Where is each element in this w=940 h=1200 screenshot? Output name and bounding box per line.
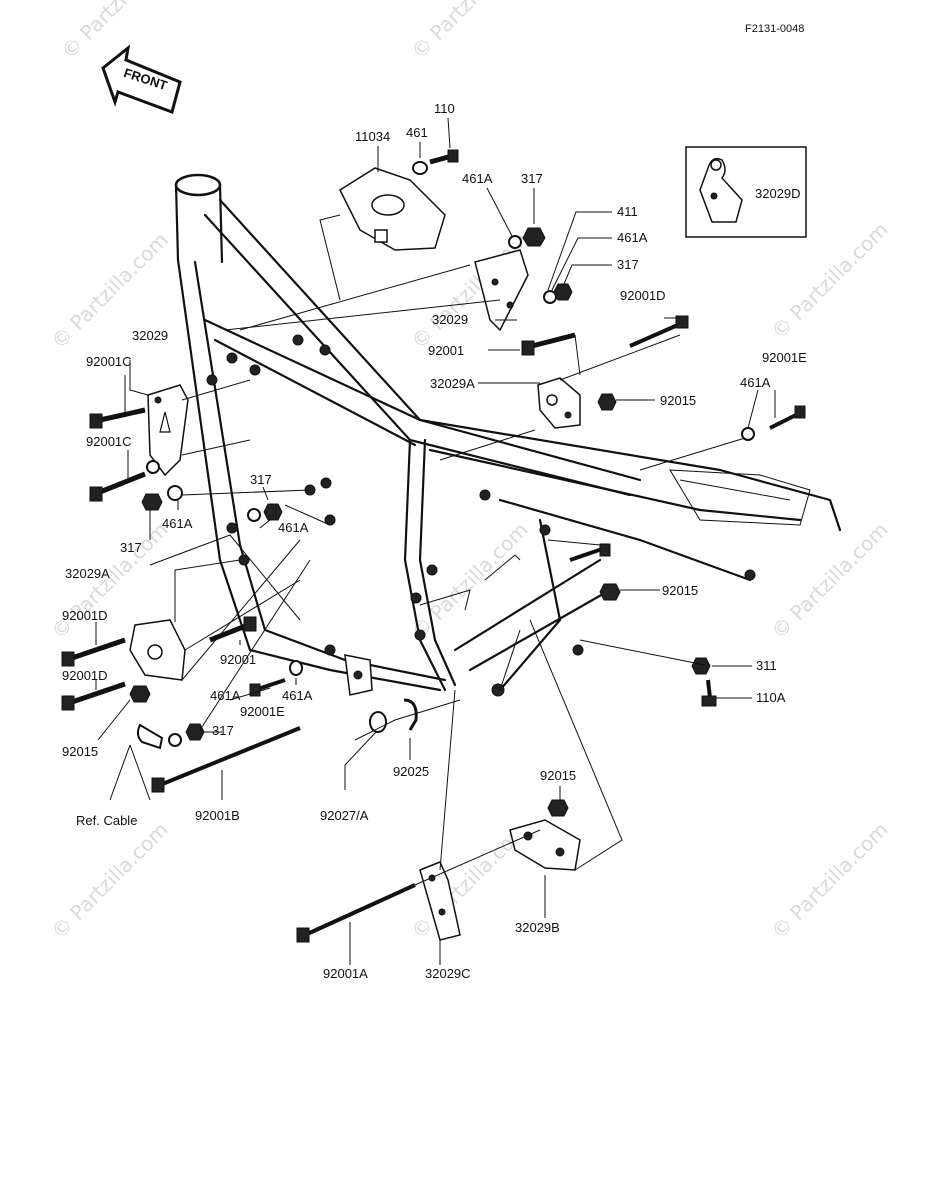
part-label: 32029A — [430, 376, 475, 391]
part-label: 92001 — [220, 652, 256, 667]
part-label: 461A — [462, 171, 493, 186]
nuts-washers — [129, 161, 755, 817]
part-label: 411 — [617, 204, 638, 219]
watermarks: © Partzilla.com © Partzilla.com © Partzi… — [47, 0, 893, 944]
part-label: 110 — [434, 101, 455, 116]
part-label: 32029B — [515, 920, 560, 935]
leader-lines — [95, 117, 776, 965]
part-label: 461A — [278, 520, 309, 535]
part-label: 32029D — [755, 186, 801, 201]
bracket-32029d-icon — [699, 157, 743, 223]
watermark: © Partzilla.com — [47, 817, 173, 943]
part-label: 92001E — [240, 704, 285, 719]
part-label: 461A — [162, 516, 193, 531]
bracket-32029a-lower-icon — [129, 619, 186, 681]
part-label: 92001C — [86, 434, 132, 449]
part-label: 32029 — [432, 312, 468, 327]
part-label: 92001D — [620, 288, 666, 303]
part-label: 92015 — [662, 583, 698, 598]
bracket-32029a-upper-icon — [537, 377, 581, 429]
watermark: © Partzilla.com — [407, 517, 533, 643]
part-label: 461A — [210, 688, 241, 703]
part-label: 317 — [212, 723, 234, 738]
watermark: © Partzilla.com — [407, 0, 533, 64]
part-label: 92001C — [86, 354, 132, 369]
watermark: © Partzilla.com — [767, 817, 893, 943]
part-label: 92001E — [762, 350, 807, 365]
part-label: 110A — [756, 690, 786, 705]
bolts — [61, 149, 806, 943]
motorcycle-frame — [174, 173, 842, 697]
bracket-32029-left-icon — [147, 384, 189, 477]
part-label: 92027/A — [320, 808, 369, 823]
part-label: 317 — [521, 171, 543, 186]
part-label: 92015 — [540, 768, 576, 783]
part-label: 11034 — [355, 129, 390, 144]
part-label: 92001B — [195, 808, 240, 823]
front-arrow-icon: FRONT — [101, 44, 182, 114]
part-label: 92015 — [660, 393, 696, 408]
bracket-32029-upper-icon — [474, 249, 529, 332]
bracket-11034-icon — [339, 167, 446, 251]
part-labels: 11034 110 461 461A 317 411 461A 317 3202… — [62, 101, 807, 981]
part-label: 461 — [406, 125, 428, 140]
part-label: 92001 — [428, 343, 464, 358]
part-label: 92001D — [62, 608, 108, 623]
part-label: 92025 — [393, 764, 429, 779]
part-label: 461A — [740, 375, 771, 390]
inset-box — [685, 146, 807, 238]
watermark: © Partzilla.com — [767, 517, 893, 643]
part-label: 32029C — [425, 966, 471, 981]
part-label: 92001D — [62, 668, 108, 683]
part-label: 92001A — [323, 966, 368, 981]
part-label: 32029 — [132, 328, 168, 343]
ref-note: Ref. Cable — [76, 813, 137, 828]
bracket-32029b-icon — [509, 819, 581, 871]
part-label: 311 — [756, 658, 777, 673]
part-label: 317 — [120, 540, 142, 555]
part-label: 461A — [617, 230, 648, 245]
part-label: 32029A — [65, 566, 110, 581]
part-label: 92015 — [62, 744, 98, 759]
diagram-code: F2131-0048 — [745, 23, 804, 35]
part-label: 317 — [250, 472, 272, 487]
part-label: 461A — [282, 688, 313, 703]
part-label: 317 — [617, 257, 639, 272]
